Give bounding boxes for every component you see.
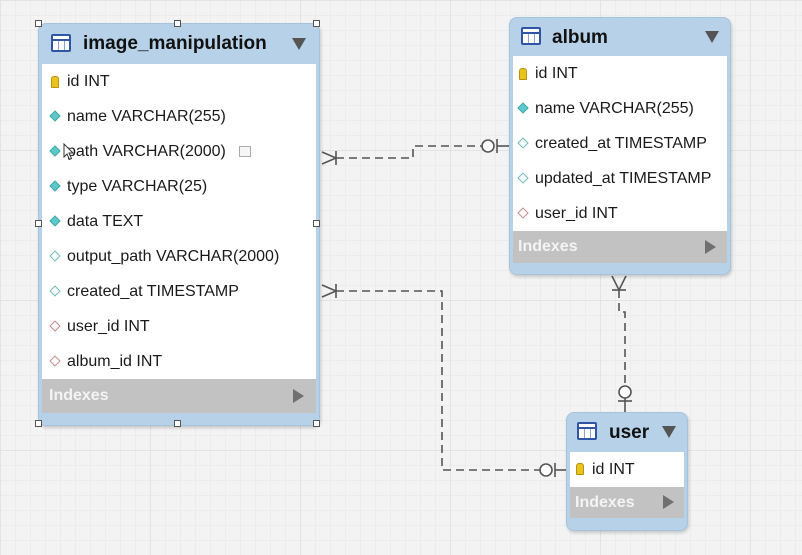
relationship-image-album[interactable]	[336, 145, 482, 159]
indexes-label: Indexes	[49, 387, 109, 404]
column-row[interactable]: id INT	[42, 64, 316, 99]
resize-handle[interactable]	[35, 20, 42, 27]
expand-arrow-icon[interactable]	[293, 389, 304, 403]
column-label: data TEXT	[67, 212, 144, 230]
entity-title: album	[552, 27, 608, 48]
column-row[interactable]: name VARCHAR(255)	[42, 99, 316, 134]
column-row[interactable]: user_id INT	[42, 309, 316, 344]
column-row[interactable]: type VARCHAR(25)	[42, 169, 316, 204]
expand-arrow-icon[interactable]	[663, 495, 674, 509]
resize-handle[interactable]	[174, 420, 181, 427]
column-label: name VARCHAR(255)	[67, 107, 226, 125]
relationship-album-user[interactable]	[618, 290, 626, 384]
entity-header[interactable]: image_manipulation	[39, 24, 319, 62]
column-label: updated_at TIMESTAMP	[535, 169, 712, 187]
nullable-column-icon	[49, 285, 61, 297]
not-null-column-icon	[517, 102, 529, 114]
indexes-section[interactable]: Indexes	[513, 231, 727, 263]
column-label: user_id INT	[67, 317, 150, 335]
not-null-column-icon	[49, 110, 61, 122]
column-list: id INT name VARCHAR(255) path VARCHAR(20…	[42, 64, 316, 379]
crows-foot-icon	[321, 284, 339, 298]
column-row[interactable]: updated_at TIMESTAMP	[513, 161, 727, 196]
zero-or-one-icon	[539, 463, 553, 477]
column-row[interactable]: id INT	[513, 56, 727, 91]
primary-key-icon	[576, 463, 584, 475]
primary-key-icon	[519, 68, 527, 80]
relationship-image-user[interactable]	[336, 290, 540, 471]
table-icon	[51, 34, 71, 52]
collapse-arrow-icon[interactable]	[662, 426, 676, 438]
column-row[interactable]: name VARCHAR(255)	[513, 91, 727, 126]
primary-key-icon	[51, 76, 59, 88]
crows-foot-icon	[321, 151, 339, 165]
column-label: created_at TIMESTAMP	[67, 282, 239, 300]
column-label: id INT	[67, 72, 110, 90]
column-row[interactable]: album_id INT	[42, 344, 316, 379]
column-list: id INT	[570, 452, 684, 487]
entity-header[interactable]: album	[510, 18, 730, 56]
column-label: id INT	[592, 460, 635, 478]
nullable-column-icon	[49, 250, 61, 262]
column-list: id INT name VARCHAR(255) created_at TIME…	[513, 56, 727, 231]
foreign-key-icon	[49, 355, 61, 367]
column-label: created_at TIMESTAMP	[535, 134, 707, 152]
column-label: output_path VARCHAR(2000)	[67, 247, 280, 265]
column-row[interactable]: created_at TIMESTAMP	[513, 126, 727, 161]
resize-handle[interactable]	[313, 220, 320, 227]
nullable-column-icon	[517, 137, 529, 149]
entity-title: user	[609, 422, 650, 443]
column-row[interactable]: data TEXT	[42, 204, 316, 239]
resize-handle[interactable]	[35, 420, 42, 427]
foreign-key-icon	[517, 207, 529, 219]
column-row[interactable]: id INT	[570, 452, 684, 487]
table-icon	[521, 27, 541, 45]
entity-image-manipulation[interactable]: image_manipulation id INT name VARCHAR(2…	[38, 23, 320, 426]
column-label: user_id INT	[535, 204, 618, 222]
indexes-section[interactable]: Indexes	[570, 487, 684, 518]
foreign-key-icon	[49, 320, 61, 332]
zero-or-one-icon	[481, 139, 495, 153]
indexes-section[interactable]: Indexes	[42, 379, 316, 413]
column-label: type VARCHAR(25)	[67, 177, 208, 195]
column-label: id INT	[535, 64, 578, 82]
table-icon	[577, 422, 597, 440]
column-row[interactable]: user_id INT	[513, 196, 727, 231]
nullable-column-icon	[517, 172, 529, 184]
column-row[interactable]: path VARCHAR(2000)	[42, 134, 316, 169]
resize-handle[interactable]	[35, 220, 42, 227]
entity-header[interactable]: user	[567, 413, 687, 451]
column-label: path VARCHAR(2000)	[67, 142, 226, 160]
mouse-cursor-icon	[63, 143, 75, 161]
resize-handle[interactable]	[174, 20, 181, 27]
indexes-label: Indexes	[575, 494, 635, 511]
zero-or-one-icon	[618, 385, 632, 399]
column-row[interactable]: created_at TIMESTAMP	[42, 274, 316, 309]
collapse-arrow-icon[interactable]	[292, 38, 306, 50]
expand-arrow-icon[interactable]	[705, 240, 716, 254]
column-label: album_id INT	[67, 352, 163, 370]
entity-title: image_manipulation	[83, 33, 267, 54]
indexes-label: Indexes	[518, 238, 578, 255]
not-null-column-icon	[49, 145, 61, 157]
column-label: name VARCHAR(255)	[535, 99, 694, 117]
not-null-column-icon	[49, 180, 61, 192]
not-null-column-icon	[49, 215, 61, 227]
collapse-arrow-icon[interactable]	[705, 31, 719, 43]
resize-handle[interactable]	[313, 20, 320, 27]
entity-album[interactable]: album id INT name VARCHAR(255) created_a…	[509, 17, 731, 275]
resize-handle[interactable]	[313, 420, 320, 427]
entity-user[interactable]: user id INT Indexes	[566, 412, 688, 531]
column-row[interactable]: output_path VARCHAR(2000)	[42, 239, 316, 274]
crows-foot-icon	[611, 275, 627, 292]
edit-badge-icon	[239, 146, 251, 157]
